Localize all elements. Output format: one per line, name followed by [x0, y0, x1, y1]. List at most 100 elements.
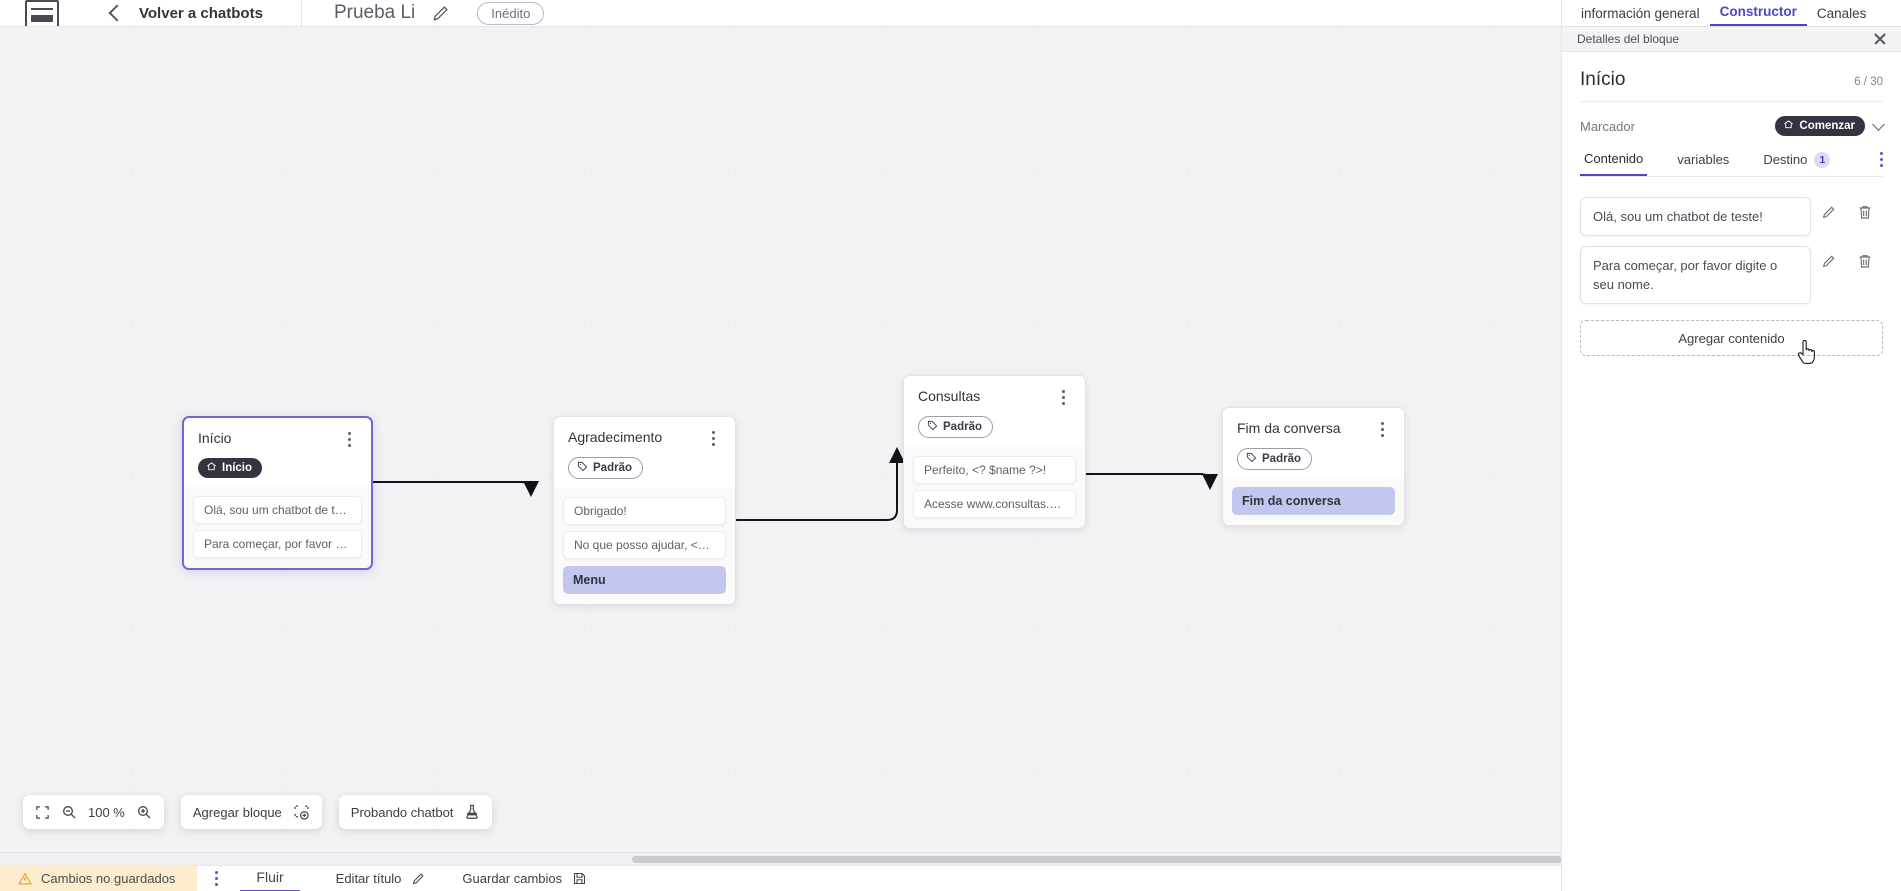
edit-title-button[interactable]: Editar título — [336, 871, 427, 886]
node-header: Início Início — [184, 418, 371, 487]
node-body: Obrigado! No que posso ajudar, <? $name … — [554, 488, 735, 604]
tag-icon — [1246, 452, 1257, 466]
add-block-icon — [293, 804, 310, 821]
node-title: Início — [198, 430, 232, 446]
unsaved-changes-label: Cambios no guardados — [41, 871, 176, 886]
save-changes-button[interactable]: Guardar cambios — [462, 871, 587, 886]
node-message[interactable]: No que posso ajudar, <? $name ... — [563, 531, 726, 559]
content-item-text[interactable]: Para começar, por favor digite o seu nom… — [1580, 246, 1811, 304]
node-header: Fim da conversa Padrão — [1223, 408, 1404, 479]
warning-icon — [18, 872, 32, 886]
add-block-button[interactable]: Agregar bloque — [180, 795, 322, 829]
node-header: Consultas Padrão — [904, 376, 1085, 447]
marker-value: Comenzar — [1799, 120, 1855, 132]
node-tag-badge: Padrão — [1237, 448, 1312, 470]
scrollbar-thumb[interactable] — [632, 856, 1561, 863]
tab-fluir[interactable]: Fluir — [240, 865, 300, 891]
status-badge: Inédito — [477, 1, 545, 25]
node-body: Olá, sou um chatbot de teste! Para começ… — [184, 487, 371, 568]
tab-canales[interactable]: Canales — [1816, 6, 1867, 21]
pencil-icon[interactable] — [1811, 253, 1847, 269]
node-chip[interactable]: Fim da conversa — [1232, 487, 1395, 515]
node-tag-badge: Padrão — [568, 457, 643, 479]
node-header: Agradecimento Padrão — [554, 417, 735, 488]
mouse-cursor — [1797, 339, 1819, 371]
node-tag-badge: Início — [198, 458, 263, 478]
flow-node-fim-da-conversa[interactable]: Fim da conversa Padrão Fim da conversa — [1222, 407, 1405, 526]
zoom-level-label: 100 % — [88, 804, 125, 820]
back-to-chatbots-link[interactable]: Volver a chatbots — [139, 4, 263, 22]
canvas-horizontal-scrollbar[interactable] — [0, 852, 1561, 865]
fit-screen-icon[interactable] — [35, 805, 50, 820]
node-message[interactable]: Acesse www.consultas.com par... — [913, 490, 1076, 518]
marker-badge[interactable]: Comenzar — [1775, 116, 1865, 136]
node-tag-label: Padrão — [593, 462, 632, 474]
pencil-icon — [411, 871, 426, 886]
save-changes-label: Guardar cambios — [462, 871, 563, 886]
content-tabs-menu-button[interactable] — [1880, 152, 1883, 167]
top-bar: Volver a chatbots Prueba Li Inédito — [0, 0, 1561, 27]
node-message[interactable]: Para começar, por favor digite o ... — [193, 530, 362, 558]
tag-icon — [927, 420, 938, 434]
flow-node-consultas[interactable]: Consultas Padrão Perfeito, <? $name ?>! … — [903, 375, 1086, 529]
char-count: 6 / 30 — [1854, 76, 1883, 88]
trash-icon[interactable] — [1847, 253, 1883, 269]
tab-contenido-label: Contenido — [1584, 151, 1644, 166]
content-item: Olá, sou um chatbot de teste! — [1580, 197, 1883, 236]
document-title: Prueba Li — [333, 2, 416, 23]
node-message[interactable]: Perfeito, <? $name ?>! — [913, 456, 1076, 484]
flow-node-agradecimento[interactable]: Agradecimento Padrão Obrigado! No que po… — [553, 416, 736, 605]
tab-contenido[interactable]: Contenido — [1580, 148, 1648, 176]
node-tag-badge: Padrão — [918, 416, 993, 438]
marker-label: Marcador — [1580, 118, 1635, 134]
node-menu-button[interactable] — [341, 430, 357, 448]
panel-body: Início 6 / 30 Marcador Comenzar — [1562, 52, 1901, 356]
tab-variables[interactable]: variables — [1673, 149, 1733, 175]
node-menu-button[interactable] — [1374, 420, 1390, 438]
tab-informacion-general[interactable]: información general — [1581, 6, 1700, 21]
chevron-left-icon[interactable] — [108, 4, 126, 22]
flask-icon — [464, 803, 480, 821]
home-icon — [206, 461, 217, 475]
panel-content-tabs: Contenido variables Destino 1 — [1580, 148, 1883, 177]
panel-header: Detalles del bloque — [1562, 27, 1901, 52]
content-item-list: Olá, sou um chatbot de teste! — [1580, 177, 1883, 356]
flow-node-inicio[interactable]: Início Início Olá, sou um chatbot de tes… — [182, 416, 373, 570]
zoom-out-icon[interactable] — [61, 804, 77, 820]
node-menu-button[interactable] — [705, 429, 721, 447]
zoom-in-icon[interactable] — [136, 804, 152, 820]
node-tag-label: Início — [222, 462, 253, 474]
flow-canvas[interactable]: Início Início Olá, sou um chatbot de tes… — [0, 27, 1561, 865]
pencil-icon[interactable] — [1811, 204, 1847, 220]
test-chatbot-label: Probando chatbot — [350, 804, 454, 820]
tag-icon — [577, 461, 588, 475]
node-chip[interactable]: Menu — [563, 566, 726, 594]
marker-row: Marcador Comenzar — [1580, 102, 1885, 148]
add-content-button[interactable]: Agregar contenido — [1580, 320, 1883, 356]
home-icon — [1783, 119, 1794, 133]
panel-header-label: Detalles del bloque — [1577, 32, 1680, 46]
pencil-icon[interactable] — [431, 3, 451, 23]
trash-icon[interactable] — [1847, 204, 1883, 220]
node-title: Fim da conversa — [1237, 420, 1341, 436]
canvas-toolbar: 100 % Agregar bloque Probando chatbot — [23, 795, 493, 829]
node-menu-button[interactable] — [1055, 388, 1071, 406]
tab-destino[interactable]: Destino 1 — [1759, 149, 1834, 176]
content-item: Para começar, por favor digite o seu nom… — [1580, 246, 1883, 304]
tab-constructor[interactable]: Constructor — [1709, 4, 1807, 26]
node-message[interactable]: Obrigado! — [563, 497, 726, 525]
tab-destino-label: Destino — [1763, 152, 1808, 167]
node-message[interactable]: Olá, sou um chatbot de teste! — [193, 496, 362, 524]
content-item-text[interactable]: Olá, sou um chatbot de teste! — [1580, 197, 1811, 236]
test-chatbot-button[interactable]: Probando chatbot — [338, 795, 493, 829]
node-tag-label: Padrão — [1262, 453, 1301, 465]
close-icon[interactable] — [1873, 32, 1887, 46]
panel-top-tabs: información general Constructor Canales — [1562, 0, 1901, 27]
bottom-menu-button[interactable] — [215, 871, 219, 886]
bottom-bar: Cambios no guardados Fluir Editar título… — [0, 865, 1561, 891]
node-title: Consultas — [918, 388, 981, 404]
node-title: Agradecimento — [568, 429, 663, 445]
node-body: Perfeito, <? $name ?>! Acesse www.consul… — [904, 447, 1085, 528]
chevron-down-icon[interactable] — [1872, 117, 1885, 131]
block-details-panel: información general Constructor Canales … — [1561, 0, 1901, 891]
